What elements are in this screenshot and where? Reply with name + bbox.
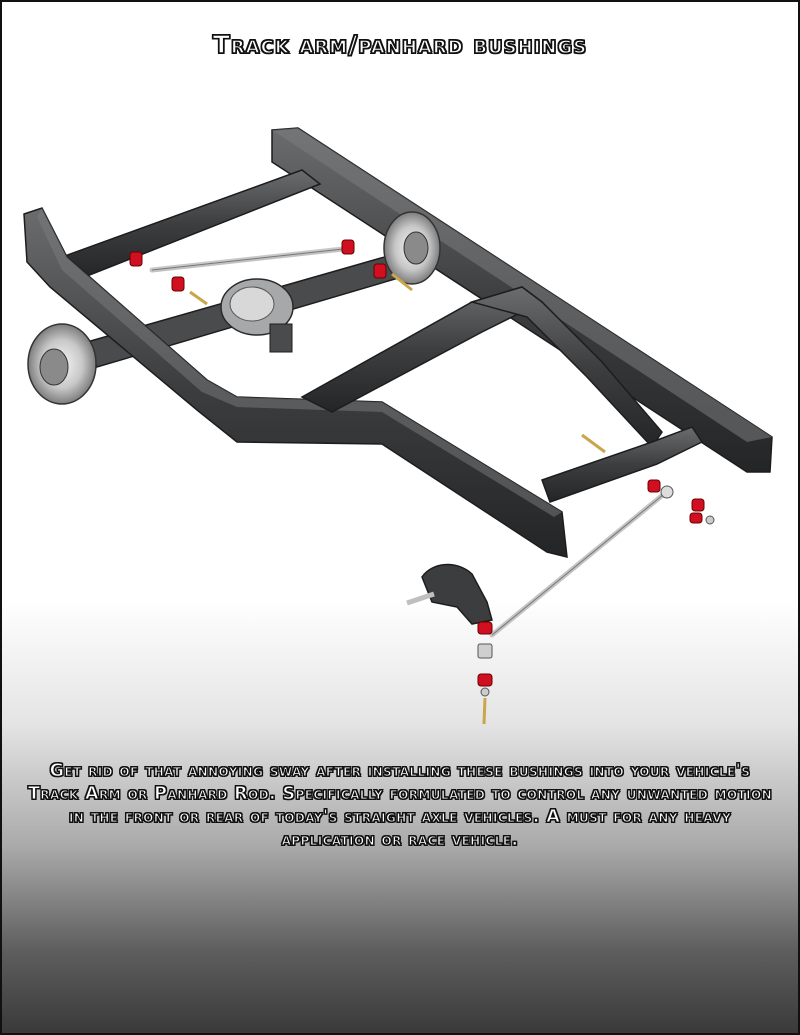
- center-crossmember: [300, 286, 663, 449]
- front-spindle: [406, 563, 493, 625]
- page-title: Track arm/panhard bushings: [212, 29, 588, 59]
- rear-bushings: [129, 239, 413, 306]
- right-brake-drum: [383, 211, 441, 285]
- chassis-illustration: [23, 127, 773, 725]
- product-description: Get rid of that annoying sway after inst…: [27, 761, 773, 851]
- front-panhard-rod: [489, 485, 674, 638]
- rear-crossmember: [60, 169, 322, 279]
- rear-track-arm: [149, 245, 355, 273]
- front-crossmember: [541, 426, 704, 503]
- front-bushings: [477, 479, 715, 725]
- rear-axle-housing: [85, 251, 414, 368]
- loose-bolt: [581, 433, 606, 454]
- left-frame-rail: [23, 207, 568, 558]
- left-brake-drum: [27, 323, 97, 405]
